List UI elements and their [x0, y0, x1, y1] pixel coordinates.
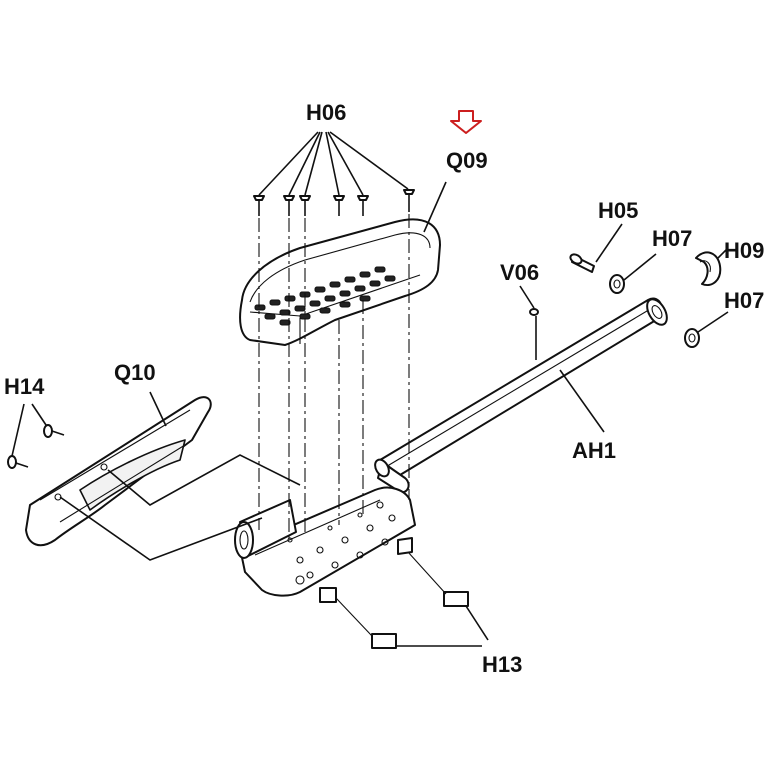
foot-plate — [239, 486, 416, 603]
h06-screws — [253, 189, 415, 216]
label-h07-top: H07 — [652, 226, 692, 251]
label-h09: H09 — [724, 238, 764, 263]
label-q10: Q10 — [114, 360, 156, 385]
h06-screw-4 — [333, 195, 345, 216]
h07-washer-top — [609, 253, 657, 294]
label-h06: H06 — [306, 100, 346, 125]
h14-screws — [7, 403, 65, 469]
q10-assembly-path-lower — [59, 496, 263, 561]
h06-screw-6 — [403, 189, 415, 212]
h09-bushing — [695, 249, 727, 286]
ah1-leader — [559, 369, 605, 433]
h06-screw-3 — [299, 195, 311, 216]
h05-pin — [569, 223, 623, 273]
v06-part — [519, 285, 539, 360]
label-v06: V06 — [500, 260, 539, 285]
label-q09: Q09 — [446, 148, 488, 173]
h14-screw-1 — [43, 424, 65, 438]
ah1-tube — [374, 297, 668, 494]
h14-screw-2 — [7, 455, 29, 469]
label-ah1: AH1 — [572, 438, 616, 463]
q10-cover — [25, 391, 212, 547]
alignment-dashes — [258, 214, 410, 540]
h06-leaders — [258, 131, 409, 196]
label-h05: H05 — [598, 198, 638, 223]
q09-pedal — [239, 218, 441, 346]
h06-screw-2 — [283, 195, 295, 216]
h06-screw-5 — [357, 195, 369, 216]
label-h13: H13 — [482, 652, 522, 677]
down-arrow-icon — [450, 110, 482, 134]
h06-screw-1 — [253, 195, 265, 216]
label-h07-bottom: H07 — [724, 288, 764, 313]
h07-washer-bottom — [684, 311, 729, 348]
plate-tube-stub — [234, 499, 297, 559]
q09-grip-pattern — [254, 266, 396, 326]
h13-caps — [335, 551, 489, 649]
q10-assembly-path — [107, 454, 301, 506]
q09-leader — [423, 181, 447, 233]
label-h14: H14 — [4, 374, 45, 399]
